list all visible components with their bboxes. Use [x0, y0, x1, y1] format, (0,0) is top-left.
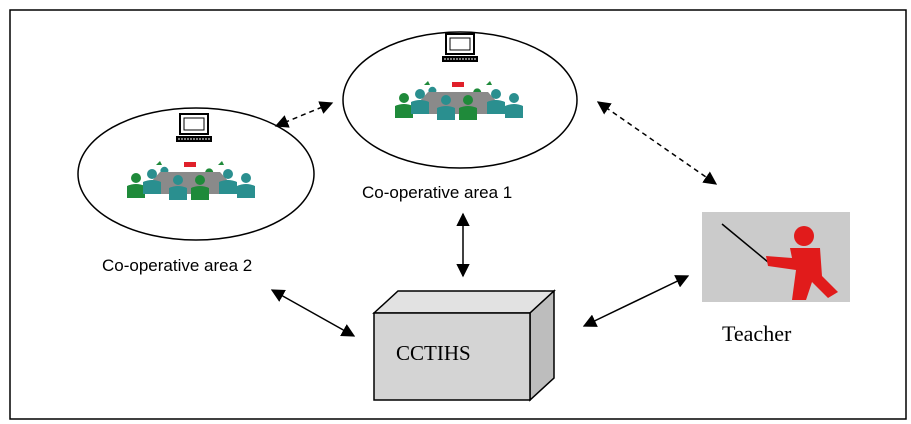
- link-area1-teacher: [596, 101, 718, 185]
- teacher-node: Teacher: [702, 212, 850, 346]
- cooperative-area-2: Co-operative area 2: [77, 107, 315, 275]
- cooperative-area-1: Co-operative area 1: [342, 31, 578, 202]
- server-label: CCTIHS: [396, 341, 471, 365]
- cctihs-server: CCTIHS: [372, 289, 556, 402]
- connection-arrows: [270, 101, 718, 337]
- teacher-figure-icon: [766, 226, 838, 300]
- computer-icon: [441, 33, 479, 63]
- area-1-label: Co-operative area 1: [362, 183, 512, 202]
- link-area2-server: [270, 289, 356, 337]
- teacher-label: Teacher: [722, 321, 792, 346]
- link-area2-area1: [274, 101, 334, 128]
- area-2-label: Co-operative area 2: [102, 256, 252, 275]
- link-teacher-server: [582, 275, 690, 327]
- pointer-stick-icon: [721, 223, 769, 263]
- computer-icon: [175, 113, 213, 143]
- diagram-frame: [9, 9, 907, 420]
